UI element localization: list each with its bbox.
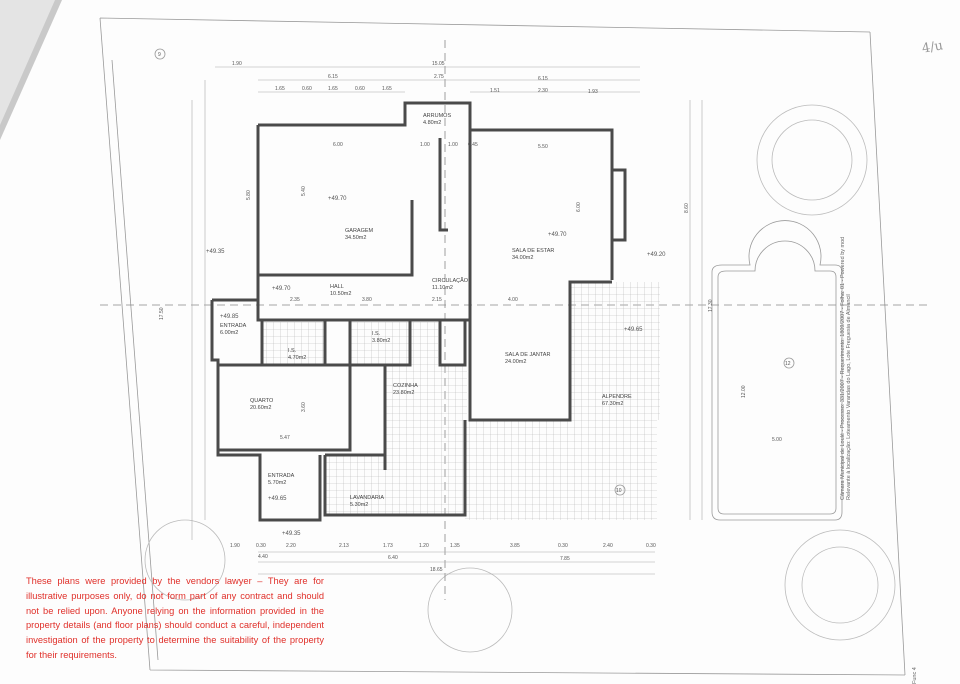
room-label-hall: HALL	[330, 284, 344, 290]
dimension: 2.13	[339, 543, 349, 549]
dimension: 1.00	[420, 142, 430, 148]
room-area: 67.30m2	[602, 401, 623, 407]
dimension: 0.30	[646, 543, 656, 549]
dimension: 5.50	[538, 144, 548, 150]
dimension: 6.15	[328, 74, 338, 80]
room-label-cozinha: COZINHA	[393, 383, 418, 389]
room-label-lavandaria: LAVANDARIA	[350, 495, 384, 501]
dimension: 1.65	[328, 86, 338, 92]
tree-icon	[144, 104, 896, 653]
dimension: 1.51	[490, 88, 500, 94]
dimension: 1.93	[588, 89, 598, 95]
dimension: 18.65	[430, 567, 443, 573]
room-label-garagem: GARAGEM	[345, 228, 374, 234]
level-mark: +49.35	[282, 531, 301, 537]
room-area: 4.70m2	[288, 355, 306, 361]
title-block-line2: Relevante à localização: Loteamento Vara…	[846, 294, 852, 500]
room-area: 3.80m2	[372, 338, 390, 344]
disclaimer-text: These plans were provided by the vendors…	[26, 576, 324, 660]
room-label-sala-jantar: SALA DE JANTAR	[505, 352, 550, 358]
room-area: 11.10m2	[432, 285, 453, 291]
dimension: 17.30	[708, 299, 714, 312]
room-area: 20.60m2	[250, 405, 271, 411]
dimension: 5.80	[246, 190, 252, 200]
dimension: 0.60	[355, 86, 365, 92]
dimension: 3.85	[510, 543, 520, 549]
room-label-quarto: QUARTO	[250, 398, 274, 404]
room-area: 34.00m2	[512, 255, 533, 261]
dimension: 1.20	[419, 543, 429, 549]
dimension: 6.00	[333, 142, 343, 148]
dimension: 2.35	[290, 297, 300, 303]
level-mark: +49.20	[647, 252, 666, 258]
marker-sheet: 9	[158, 52, 161, 58]
dimension: 2.40	[603, 543, 613, 549]
dimension: 4.40	[258, 554, 268, 560]
room-label-alpendre: ALPENDRE	[602, 394, 632, 400]
dimension: 0.30	[558, 543, 568, 549]
room-label-sala-estar: SALA DE ESTAR	[512, 248, 554, 254]
level-mark: +49.65	[268, 496, 287, 502]
level-mark: +49.85	[220, 314, 239, 320]
dimension: 5.00	[772, 437, 782, 443]
level-mark: +49.70	[328, 196, 347, 202]
room-area: 6.00m2	[220, 330, 238, 336]
room-area: 5.30m2	[350, 502, 368, 508]
room-label-circulacao: CIRCULAÇÃO	[432, 277, 469, 284]
swimming-pool	[711, 220, 843, 521]
dimension: 2.75	[434, 74, 444, 80]
dimension: 0.60	[302, 86, 312, 92]
level-mark: +49.70	[272, 286, 291, 292]
dimension: 1.73	[383, 543, 393, 549]
marker-terrace: 10	[616, 488, 622, 494]
room-area: 24.00m2	[505, 359, 526, 365]
dimension: 5.47	[280, 435, 290, 441]
dimension: 1.00	[448, 142, 458, 148]
dimension-lines	[191, 66, 703, 575]
walls	[210, 101, 627, 522]
dimension: 7.85	[560, 556, 570, 562]
dimension: 17.50	[159, 307, 165, 320]
dimension: 1.35	[450, 543, 460, 549]
room-area: 23.80m2	[393, 390, 414, 396]
dimension: 2.30	[538, 88, 548, 94]
title-block: Câmara Municipal de Loulé - Processo: 33…	[840, 170, 852, 500]
title-block-func: Func 4	[912, 667, 918, 684]
alpendre-tiles	[570, 282, 660, 420]
room-area: 5.70m2	[268, 480, 286, 486]
dimension: 1.65	[275, 86, 285, 92]
room-area: 10.50m2	[330, 291, 351, 297]
dimension: 5.40	[301, 186, 307, 196]
dimension: 4.00	[508, 297, 518, 303]
room-label-arrumos: ARRUMOS	[423, 113, 451, 119]
dimension: 6.00	[576, 202, 582, 212]
level-mark: +49.65	[624, 327, 643, 333]
dimension: 0.45	[468, 142, 478, 148]
level-mark: +49.70	[548, 232, 567, 238]
dimension: 15.05	[432, 61, 445, 67]
room-label-entrada: ENTRADA	[268, 473, 295, 479]
room-area: 4.80m2	[423, 120, 441, 126]
dimension: 1.90	[232, 61, 242, 67]
dimension: 3.80	[362, 297, 372, 303]
room-label-wc: I.S.	[372, 331, 381, 337]
room-label-wc: I.S.	[288, 348, 297, 354]
dimension: 8.60	[684, 203, 690, 213]
room-area: 34.50m2	[345, 235, 366, 241]
dimension: 12.00	[741, 385, 747, 398]
dimension: 6.40	[388, 555, 398, 561]
room-label-entrada: ENTRADA	[220, 323, 247, 329]
dimension: 1.90	[230, 543, 240, 549]
dimension: 6.15	[538, 76, 548, 82]
level-mark: +49.35	[206, 249, 225, 255]
dimension: 2.15	[432, 297, 442, 303]
dimension: 0.30	[256, 543, 266, 549]
marker-pool: 12	[785, 361, 791, 367]
plot-boundary	[99, 17, 906, 676]
dimension: 1.65	[382, 86, 392, 92]
dimension: 2.20	[286, 543, 296, 549]
dimension: 3.60	[301, 402, 307, 412]
